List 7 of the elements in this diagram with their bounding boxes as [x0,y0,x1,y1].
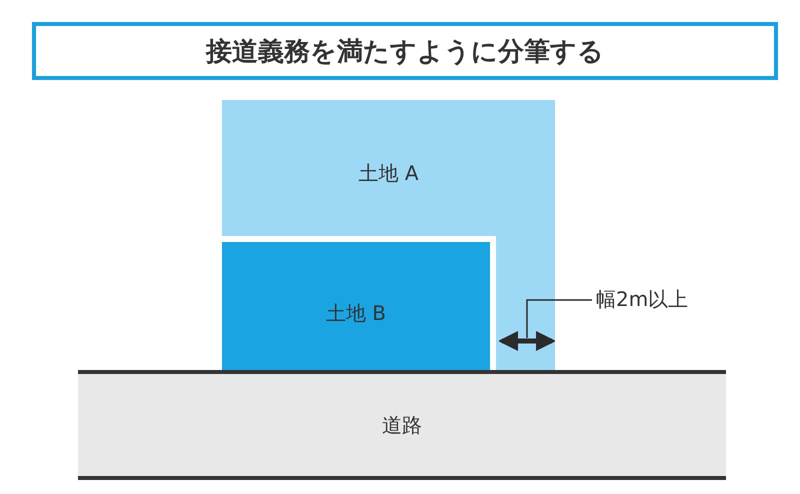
leader-line [526,299,592,338]
dimension-arrow [499,330,555,352]
land-plot: 土地 A 土地 B [222,100,555,370]
dimension-label: 幅2m以上 [596,287,688,311]
road: 道路 [78,370,726,480]
land-plot: 土地 B [222,236,496,370]
title-box: 接道義務を満たすように分筆する [32,22,778,80]
